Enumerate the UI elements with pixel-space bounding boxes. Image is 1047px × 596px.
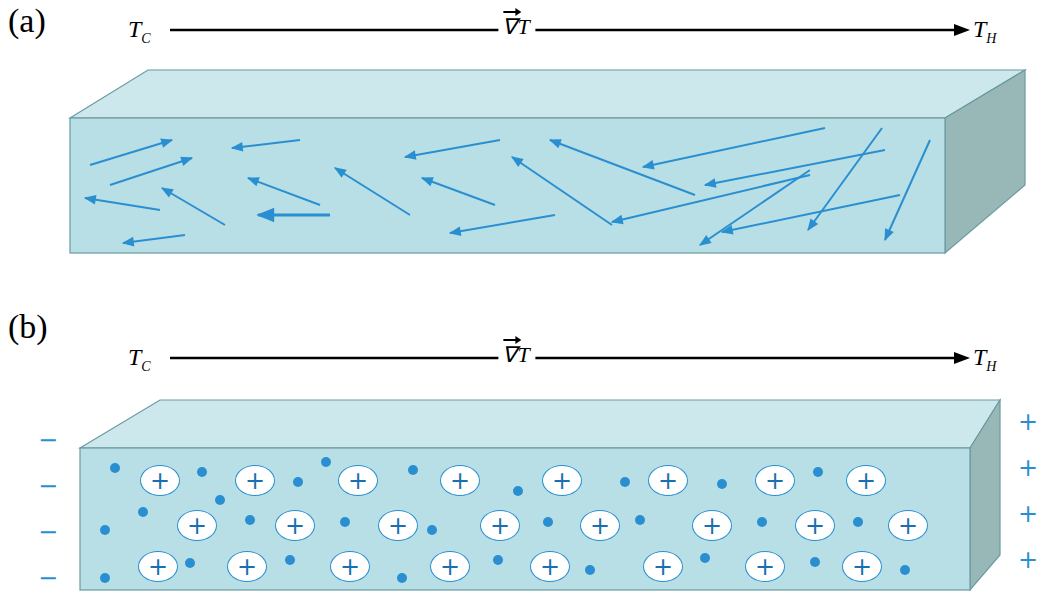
positive-ion: + bbox=[235, 465, 275, 496]
positive-ion: + bbox=[846, 465, 886, 496]
charge-sign: − bbox=[38, 428, 58, 452]
ion-charge: + bbox=[856, 469, 876, 493]
ion-charge: + bbox=[852, 555, 872, 579]
electrons bbox=[100, 457, 910, 583]
ion-charge: + bbox=[765, 469, 785, 493]
panel-label: (b) bbox=[8, 310, 48, 344]
ion-charge: + bbox=[490, 514, 510, 538]
ion-charge: + bbox=[805, 514, 825, 538]
positive-ion: + bbox=[648, 465, 688, 496]
ion-charge: + bbox=[388, 514, 408, 538]
ion-charge: + bbox=[187, 514, 207, 538]
bar-b bbox=[80, 400, 1000, 590]
ion-charge: + bbox=[348, 469, 368, 493]
ion-charge: + bbox=[450, 469, 470, 493]
ion-charge: + bbox=[237, 555, 257, 579]
positive-ion: + bbox=[530, 551, 570, 582]
ion-charge: + bbox=[285, 514, 305, 538]
ion-charge: + bbox=[245, 469, 265, 493]
bar-a bbox=[70, 70, 1025, 253]
charge-sign: + bbox=[1018, 502, 1038, 526]
charge-sign: + bbox=[1018, 456, 1038, 480]
ion-charge: + bbox=[658, 469, 678, 493]
positive-ion: + bbox=[378, 510, 418, 541]
positive-ion: + bbox=[338, 465, 378, 496]
velocity-arrows bbox=[85, 128, 930, 245]
temperature-label: TC bbox=[128, 17, 151, 46]
ion-charge: + bbox=[898, 514, 918, 538]
ion-charge: + bbox=[653, 555, 673, 579]
charge-sign: + bbox=[1018, 410, 1038, 434]
positive-ion: + bbox=[227, 551, 267, 582]
gradient-label: ∇T bbox=[498, 342, 535, 366]
panel-label: (a) bbox=[8, 4, 46, 38]
positive-ion: + bbox=[755, 465, 795, 496]
positive-ion: + bbox=[580, 510, 620, 541]
positive-ion: + bbox=[643, 551, 683, 582]
positive-ion: + bbox=[888, 510, 928, 541]
positive-ion: + bbox=[745, 551, 785, 582]
charge-sign: − bbox=[38, 566, 58, 590]
ion-charge: + bbox=[590, 514, 610, 538]
charge-sign: − bbox=[38, 520, 58, 544]
positive-ion: + bbox=[138, 551, 178, 582]
positive-ion: + bbox=[542, 465, 582, 496]
temperature-label: TC bbox=[128, 345, 151, 374]
positive-ion: + bbox=[480, 510, 520, 541]
ion-charge: + bbox=[755, 555, 775, 579]
gradient-arrow bbox=[170, 352, 970, 364]
ion-charge: + bbox=[540, 555, 560, 579]
ion-charge: + bbox=[148, 555, 168, 579]
positive-ion: + bbox=[692, 510, 732, 541]
gradient-label: ∇T bbox=[498, 14, 535, 38]
positive-ion: + bbox=[330, 551, 370, 582]
charge-sign: − bbox=[38, 474, 58, 498]
positive-ion: + bbox=[440, 465, 480, 496]
charge-sign: + bbox=[1018, 548, 1038, 572]
ion-charge: + bbox=[552, 469, 572, 493]
positive-ion: + bbox=[140, 465, 180, 496]
ion-charge: + bbox=[702, 514, 722, 538]
gradient-arrow bbox=[170, 24, 970, 36]
positive-ion: + bbox=[795, 510, 835, 541]
positive-ion: + bbox=[430, 551, 470, 582]
ion-charge: + bbox=[340, 555, 360, 579]
temperature-label: TH bbox=[973, 17, 996, 46]
ion-charge: + bbox=[150, 469, 170, 493]
positive-ion: + bbox=[275, 510, 315, 541]
positive-ion: + bbox=[842, 551, 882, 582]
ion-charge: + bbox=[440, 555, 460, 579]
positive-ion: + bbox=[177, 510, 217, 541]
temperature-label: TH bbox=[973, 345, 996, 374]
